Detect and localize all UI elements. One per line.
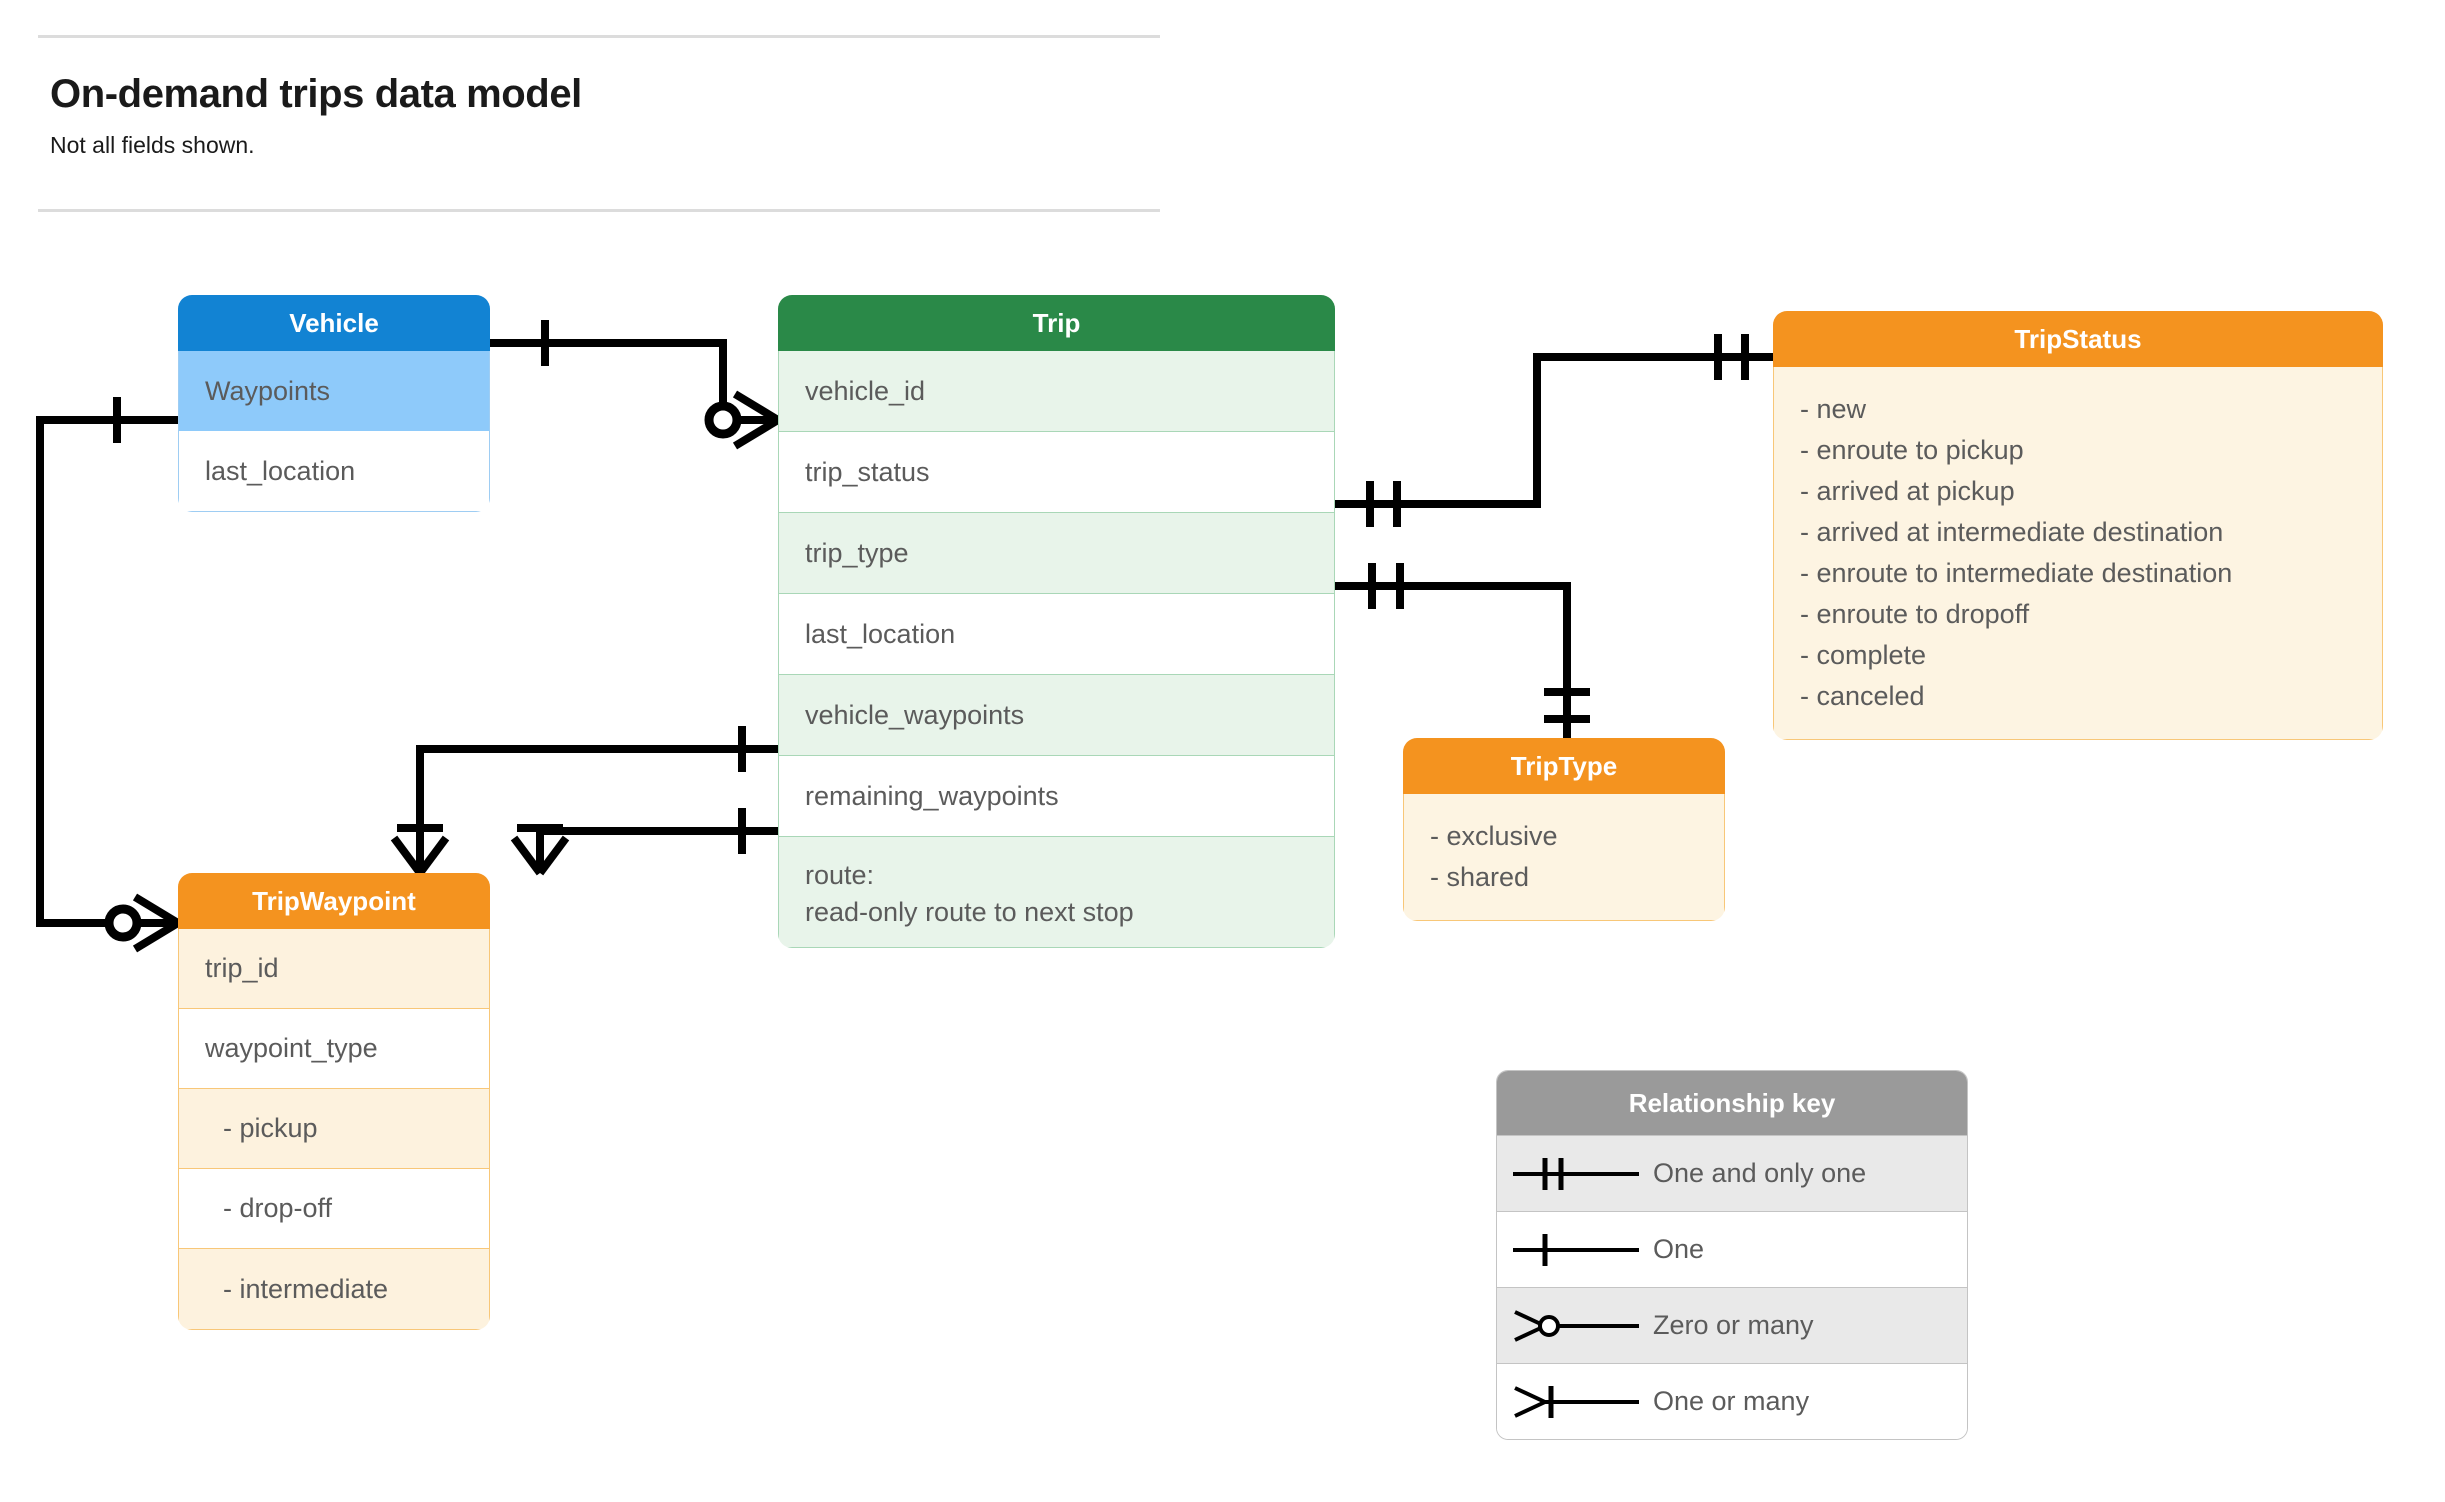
value-waypoint-type-intermediate: - intermediate	[179, 1249, 489, 1329]
legend-row-zero-or-many: Zero or many	[1497, 1287, 1967, 1363]
value-triptype-shared: - shared	[1430, 862, 1530, 893]
value-triptype-exclusive: - exclusive	[1430, 821, 1558, 851]
entity-vehicle[interactable]: Vehicle Waypoints last_location	[178, 295, 490, 512]
field-vehicle-last-location: last_location	[179, 431, 489, 511]
entity-tripwaypoint-title: TripWaypoint	[178, 873, 490, 929]
value-waypoint-type-dropoff: - drop-off	[179, 1169, 489, 1249]
wire-vehicle-waypoints-field	[416, 745, 778, 873]
value-tripstatus-canceled: - canceled	[1800, 681, 1925, 712]
entity-triptype-values: - exclusive - shared	[1403, 794, 1725, 922]
wire-vehicle-to-trip	[490, 339, 778, 424]
entity-tripstatus[interactable]: TripStatus - new - enroute to pickup - a…	[1773, 311, 2383, 741]
entity-tripstatus-values: - new - enroute to pickup - arrived at p…	[1773, 367, 2383, 741]
entity-trip-title: Trip	[778, 295, 1335, 351]
value-tripstatus-new: - new	[1800, 394, 1867, 424]
wire-vehicle-waypoints-to-tripwaypoint	[36, 416, 178, 927]
field-vehicle-waypoints: Waypoints	[179, 351, 489, 431]
legend-title: Relationship key	[1497, 1071, 1967, 1135]
field-tripwaypoint-trip-id: trip_id	[179, 929, 489, 1009]
value-tripstatus-arrived-pickup: - arrived at pickup	[1800, 476, 2015, 507]
value-tripstatus-enroute-dropoff: - enroute to dropoff	[1800, 599, 2030, 630]
zero-or-many-icon	[1497, 1304, 1653, 1348]
legend-row-one-or-many: One or many	[1497, 1363, 1967, 1439]
entity-trip[interactable]: Trip vehicle_id trip_status trip_type la…	[778, 295, 1335, 948]
field-trip-trip-type: trip_type	[779, 513, 1334, 594]
legend-label-one: One	[1653, 1234, 1705, 1264]
entity-trip-fields: vehicle_id trip_status trip_type last_lo…	[778, 351, 1335, 948]
entity-tripwaypoint-fields: trip_id waypoint_type - pickup - drop-of…	[178, 929, 490, 1330]
page-subtitle: Not all fields shown.	[50, 132, 255, 158]
field-trip-remaining-waypoints: remaining_waypoints	[779, 756, 1334, 837]
one-and-only-one-icon	[1497, 1152, 1653, 1196]
legend-row-one-and-only-one: One and only one	[1497, 1135, 1967, 1211]
wire-trip-status-to-tripstatus	[1335, 353, 1773, 508]
relationship-key-legend: Relationship key One and only one One	[1496, 1070, 1968, 1440]
legend-label-zero-or-many: Zero or many	[1653, 1310, 1814, 1340]
entity-tripstatus-title: TripStatus	[1773, 311, 2383, 367]
value-tripstatus-enroute-intermediate: - enroute to intermediate destination	[1800, 558, 2233, 589]
field-trip-trip-status: trip_status	[779, 432, 1334, 513]
entity-vehicle-title: Vehicle	[178, 295, 490, 351]
value-tripstatus-complete: - complete	[1800, 640, 1927, 671]
value-tripstatus-arrived-intermediate: - arrived at intermediate destination	[1800, 517, 2224, 548]
one-or-many-icon	[1497, 1380, 1653, 1424]
value-waypoint-type-pickup: - pickup	[179, 1089, 489, 1169]
legend-label-one-and-only-one: One and only one	[1653, 1158, 1867, 1188]
one-icon	[1497, 1228, 1653, 1272]
page-title: On-demand trips data model	[50, 72, 582, 116]
wire-trip-type-to-triptype	[1335, 582, 1571, 738]
field-trip-vehicle-waypoints: vehicle_waypoints	[779, 675, 1334, 756]
field-tripwaypoint-waypoint-type: waypoint_type	[179, 1009, 489, 1089]
wire-remaining-waypoints-field	[536, 827, 778, 873]
field-trip-route-line2: read-only route to next stop	[805, 897, 1134, 927]
header-divider-bottom	[38, 209, 1160, 212]
value-tripstatus-enroute-pickup: - enroute to pickup	[1800, 435, 2024, 466]
field-trip-route: route: read-only route to next stop	[779, 837, 1334, 947]
legend-row-one: One	[1497, 1211, 1967, 1287]
header-divider-top	[38, 35, 1160, 38]
field-trip-last-location: last_location	[779, 594, 1334, 675]
legend-label-one-or-many: One or many	[1653, 1386, 1810, 1416]
entity-vehicle-fields: Waypoints last_location	[178, 351, 490, 512]
field-trip-vehicle-id: vehicle_id	[779, 351, 1334, 432]
field-trip-route-line1: route:	[805, 859, 875, 890]
entity-triptype-title: TripType	[1403, 738, 1725, 794]
entity-triptype[interactable]: TripType - exclusive - shared	[1403, 738, 1725, 922]
entity-tripwaypoint[interactable]: TripWaypoint trip_id waypoint_type - pic…	[178, 873, 490, 1330]
